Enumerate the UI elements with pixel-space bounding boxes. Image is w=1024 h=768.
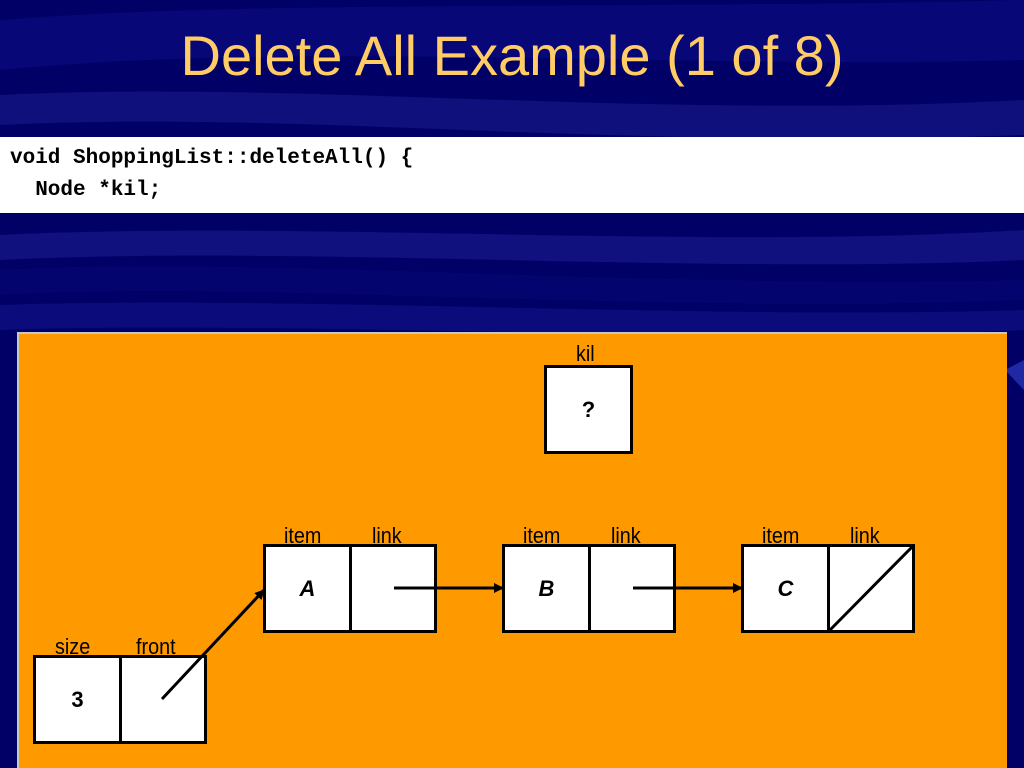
node-a-item-cell: A: [263, 544, 352, 633]
node-a-link-cell: [349, 544, 437, 633]
node-c-item-label: item: [762, 523, 800, 548]
node-c-link-cell: [827, 544, 915, 633]
node-b-item-cell: B: [502, 544, 591, 633]
size-cell: 3: [33, 655, 122, 744]
node-c-link-label: link: [850, 523, 880, 548]
node-b-item-label: item: [523, 523, 561, 548]
node-c-item-cell: C: [741, 544, 830, 633]
node-a-item-label: item: [284, 523, 322, 548]
slide-title: Delete All Example (1 of 8): [180, 24, 844, 87]
node-b-link-label: link: [611, 523, 641, 548]
node-a-link-label: link: [372, 523, 402, 548]
size-label: size: [55, 634, 91, 659]
kil-cell: ?: [544, 365, 633, 454]
code-block: void ShoppingList::deleteAll() { Node *k…: [0, 137, 1024, 213]
code-line-2: Node *kil;: [10, 179, 162, 202]
node-b-link-cell: [588, 544, 676, 633]
code-line-1: void ShoppingList::deleteAll() {: [10, 147, 414, 170]
kil-label: kil: [576, 341, 595, 366]
front-cell: [119, 655, 207, 744]
